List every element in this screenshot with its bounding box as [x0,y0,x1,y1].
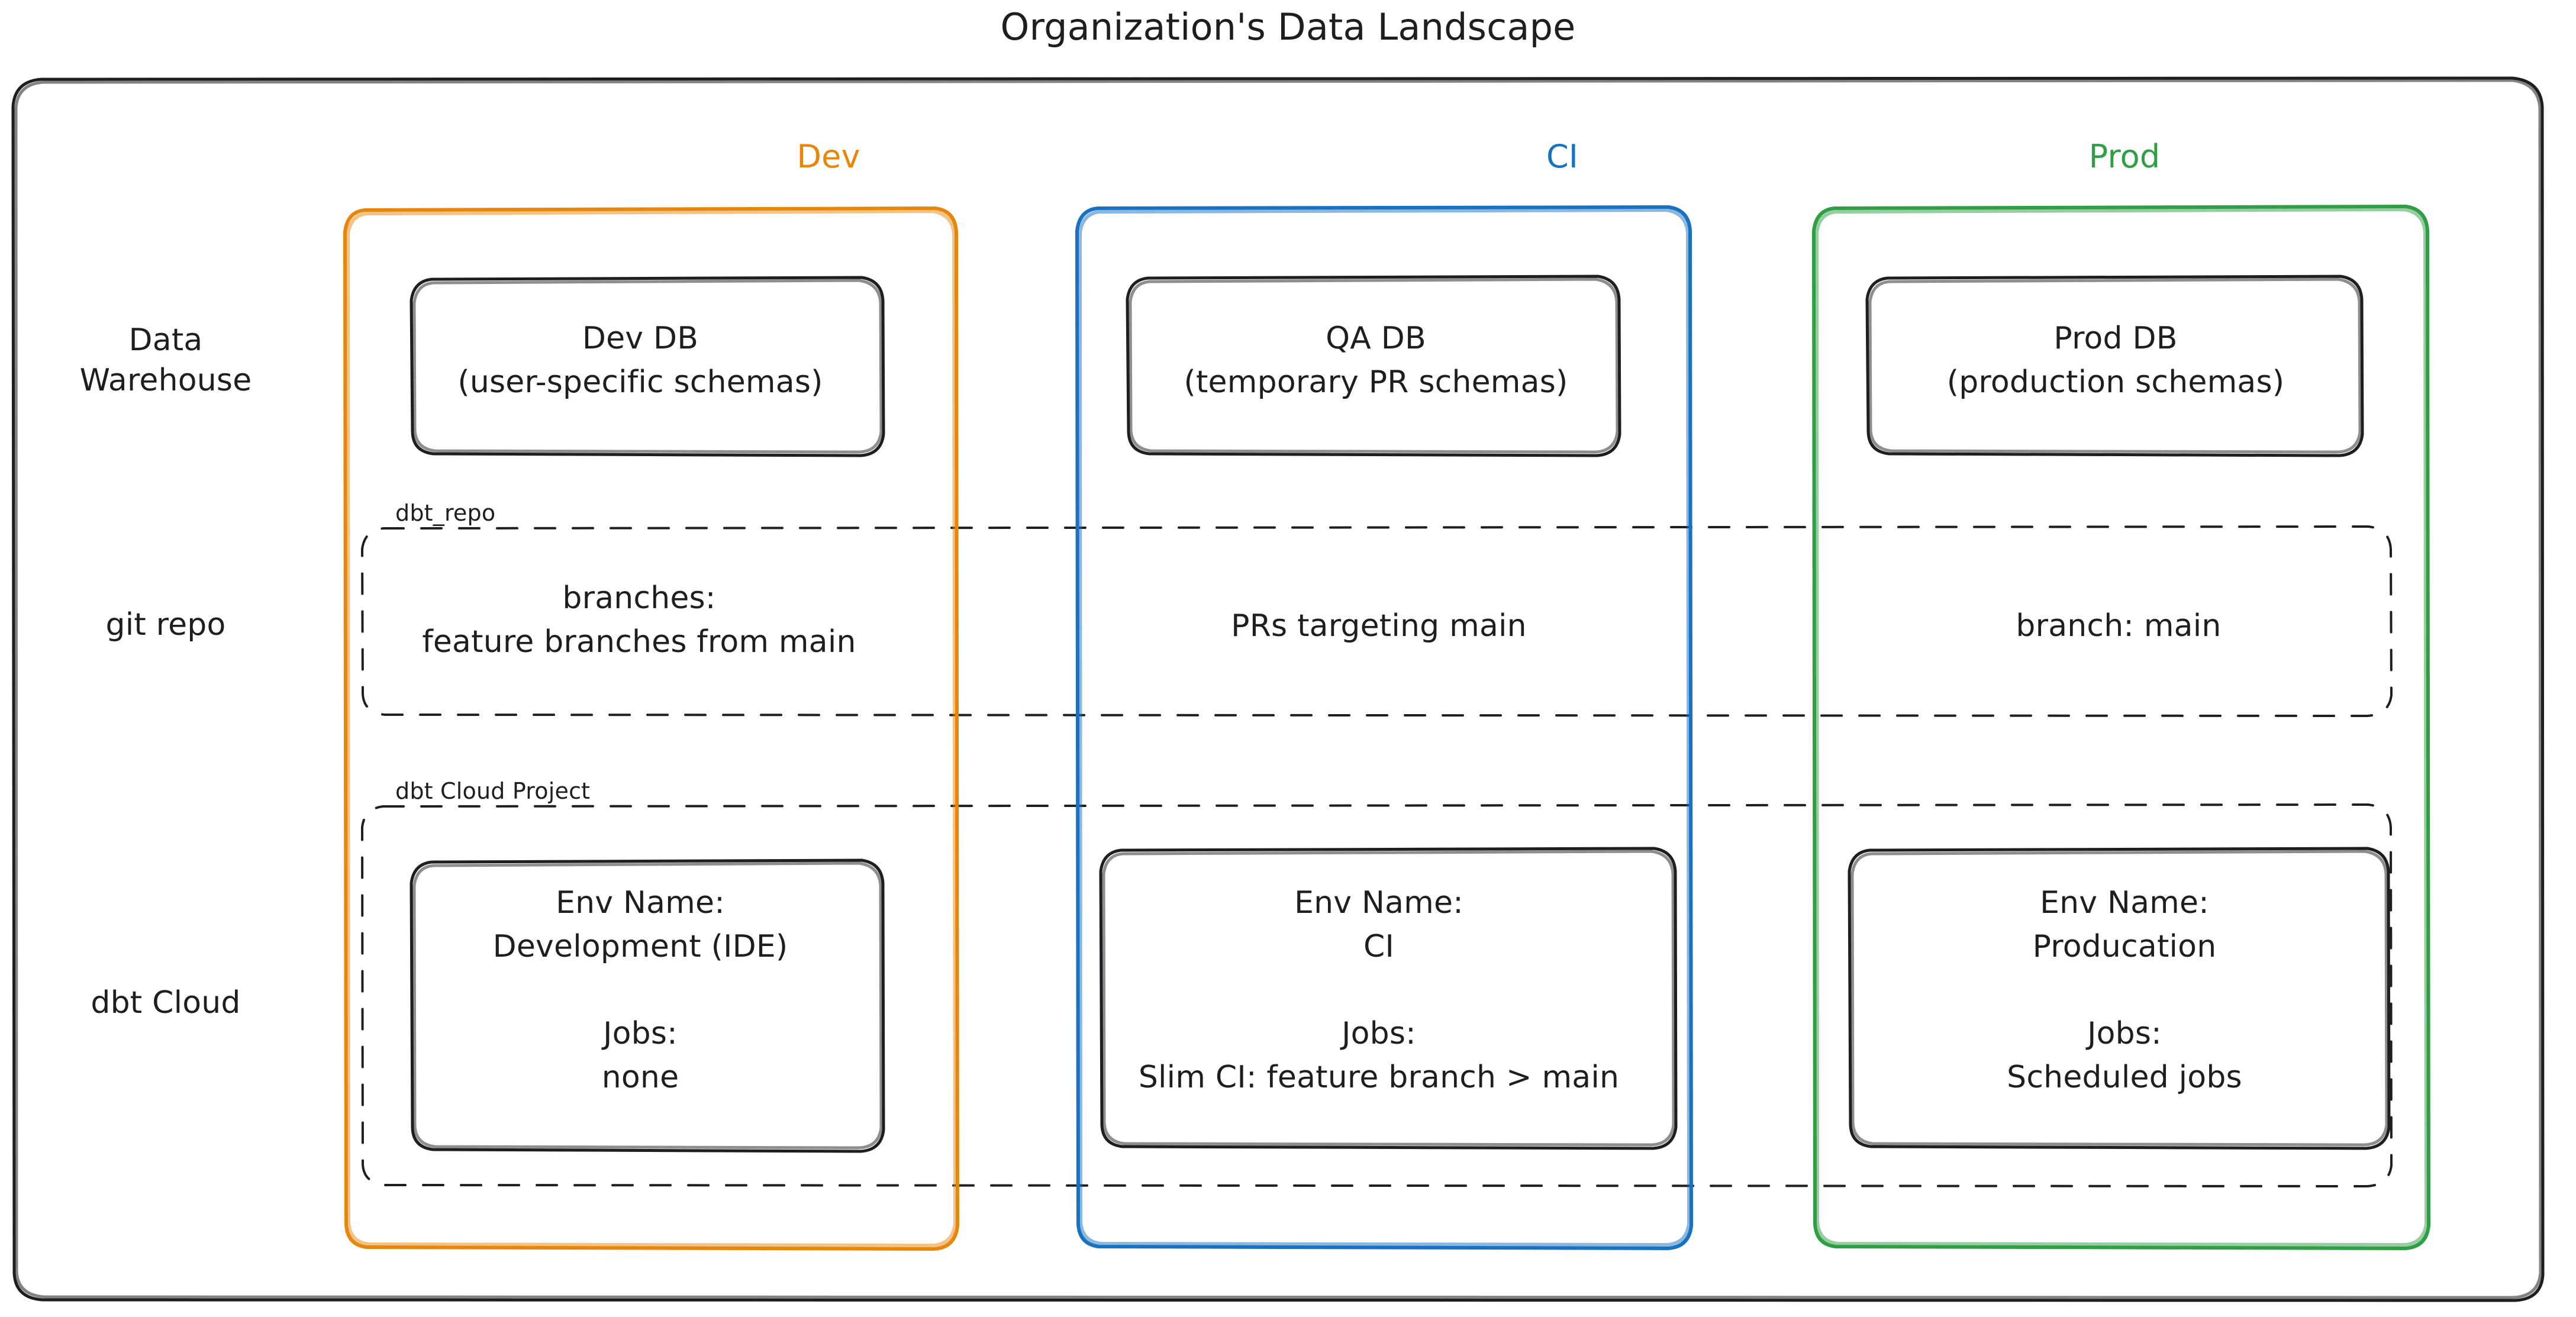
page-title: Organization's Data Landscape [1000,5,1576,49]
node-prod-branch[interactable]: branch: main [2016,608,2222,644]
column-header-dev: Dev [797,138,860,175]
group-label-dbt-repo: dbt_repo [395,500,496,526]
node-prod-environment[interactable]: Env Name: Producation Jobs: Scheduled jo… [2007,885,2242,1096]
node-prod-db[interactable]: Prod DB (production schemas) [1946,321,2285,400]
outer-frame [11,76,2545,1302]
node-ci-prs[interactable]: PRs targeting main [1231,608,1527,644]
outer-frame-shadow [14,79,2542,1299]
node-dev-environment[interactable]: Env Name: Development (IDE) Jobs: none [492,885,788,1096]
node-dev-db[interactable]: Dev DB (user-specific schemas) [457,321,823,400]
group-label-dbt-cloud-project: dbt Cloud Project [395,778,591,804]
row-label-git-repo: git repo [105,607,226,643]
row-label-data-warehouse: Data Warehouse [79,322,252,398]
column-header-prod: Prod [2088,138,2161,175]
row-label-dbt-cloud: dbt Cloud [91,985,241,1021]
node-qa-db[interactable]: QA DB (temporary PR schemas) [1184,321,1568,400]
column-header-ci: CI [1546,138,1579,175]
node-ci-environment[interactable]: Env Name: CI Jobs: Slim CI: feature bran… [1138,885,1620,1096]
node-dev-branches[interactable]: branches: feature branches from main [422,580,856,660]
